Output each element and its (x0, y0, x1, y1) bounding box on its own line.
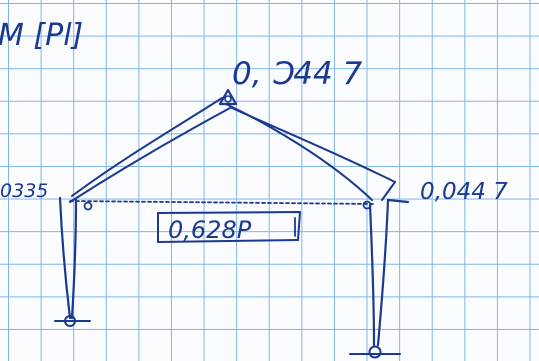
beam-moment-box (157, 211, 301, 243)
apex-hinge (218, 88, 238, 106)
right-column (368, 198, 410, 347)
beam-moment-label: 0,628P (168, 216, 252, 244)
right-corner-moment-label: 0,044 7 (420, 179, 508, 205)
diagram-heading: M [Pl] (0, 18, 83, 53)
left-corner-moment-label: ,0335 (0, 180, 48, 202)
left-corner-hinge (83, 201, 93, 211)
rafter-moment-lines (69, 97, 396, 203)
left-column (58, 196, 78, 320)
right-support-hinge (349, 345, 401, 359)
right-corner-hinge (362, 200, 372, 210)
beam-axis (69, 200, 376, 205)
left-support-hinge (54, 315, 91, 327)
apex-moment-label: 0, Ͻ44 7 (232, 56, 363, 92)
